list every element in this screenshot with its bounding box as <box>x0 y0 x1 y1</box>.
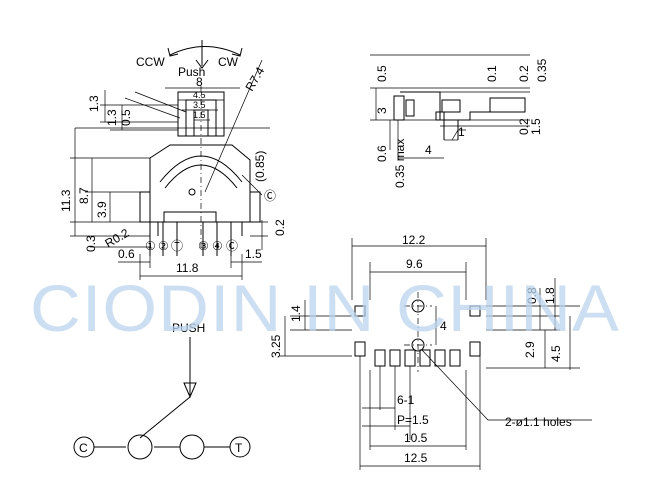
left-height-0-5: 0.5 <box>119 109 133 126</box>
terminal-c-label: C <box>79 441 88 455</box>
side-top-0-2: 0.2 <box>517 65 531 82</box>
dim-0-2-right: 0.2 <box>273 219 287 236</box>
pin-label-3: ③ <box>198 239 209 253</box>
bottom-1-5: 1.5 <box>245 247 262 261</box>
side-right-1-5: 1.5 <box>529 118 543 135</box>
side-view: 0.5 0.1 0.2 0.35 3 0.6 0.35 max 4 1 1.5 … <box>370 54 549 188</box>
height-3-9: 3.9 <box>95 201 109 218</box>
signal-pads <box>374 349 461 367</box>
fp-width-12-2: 12.2 <box>402 233 426 247</box>
fp-width-10-5: 10.5 <box>404 431 428 445</box>
mount-pad <box>469 341 481 357</box>
fp-left-3-25: 3.25 <box>269 334 283 358</box>
fp-holes: 2-ø1.1 holes <box>505 415 572 429</box>
pin-label-2: ② <box>158 239 169 253</box>
pin-label-1: ① <box>145 239 156 253</box>
common-mark: Ⓒ <box>264 189 276 203</box>
top-width-3-5: 3.5 <box>193 100 206 110</box>
fp-right-2-9: 2.9 <box>523 341 537 358</box>
pin-row <box>149 222 232 256</box>
top-view: CCW Push CW R7.4 8 4.5 3.5 1.5 1.3 1.3 0… <box>59 40 287 280</box>
side-right-0-2: 0.2 <box>517 118 531 135</box>
mount-pad <box>469 305 481 317</box>
radius-leader <box>204 59 263 193</box>
pin-label-t: Ⓣ <box>171 239 183 253</box>
side-left-0-6: 0.6 <box>375 145 389 162</box>
fp-left-1-4: 1.4 <box>289 305 303 322</box>
fp-center-4: 4 <box>440 319 447 333</box>
push-arrow-icon <box>195 40 209 69</box>
pcb-footprint: 12.2 9.6 4 6-1 P=1.5 <box>269 233 592 470</box>
terminal-t-icon <box>229 436 251 458</box>
hole-bottom <box>411 338 425 352</box>
fp-width-12-5: 12.5 <box>404 451 428 465</box>
height-0-3: 0.3 <box>84 235 98 252</box>
side-bottom-4: 4 <box>425 143 432 157</box>
fp-pins-6-1: 6-1 <box>397 393 415 407</box>
height-11-3: 11.3 <box>59 189 73 212</box>
push-label: Push <box>178 65 205 79</box>
contact-left <box>127 434 153 460</box>
top-width-1-5: 1.5 <box>193 110 206 120</box>
side-left-3: 3 <box>375 107 389 114</box>
push-actuator-icon <box>183 382 197 399</box>
schematic-push-label: PUSH <box>172 321 205 335</box>
height-8-7: 8.7 <box>77 187 91 204</box>
side-left-0-35max: 0.35 max <box>393 139 407 188</box>
terminal-t-label: T <box>235 441 243 455</box>
fp-right-4-5: 4.5 <box>549 345 563 362</box>
pin-label-4: ④ <box>212 239 223 253</box>
top-width-8: 8 <box>196 75 203 89</box>
fp-right-1-8: 1.8 <box>543 287 557 304</box>
side-top-0-35: 0.35 <box>535 58 549 82</box>
switch-lever <box>139 396 191 439</box>
bottom-0-6: 0.6 <box>118 247 135 261</box>
fp-pitch: P=1.5 <box>397 413 429 427</box>
side-bottom-1: 1 <box>458 125 465 139</box>
side-top-0-1: 0.1 <box>485 65 499 82</box>
switch-body <box>149 144 251 223</box>
side-top-0-5: 0.5 <box>375 65 389 82</box>
fp-width-9-6: 9.6 <box>406 257 423 271</box>
left-height-1-3a: 1.3 <box>87 95 101 112</box>
pin-label-c: Ⓒ <box>226 239 238 253</box>
top-width-4-5: 4.5 <box>193 90 206 100</box>
contact-right <box>179 434 205 460</box>
rotation-arc-icon <box>169 46 241 56</box>
hole-top <box>411 299 425 313</box>
watermark-text: CIODIN IN CHINA <box>30 271 620 345</box>
holes-leader <box>421 349 592 421</box>
mount-pad <box>354 305 366 317</box>
fp-right-0-8: 0.8 <box>525 287 539 304</box>
ccw-label: CCW <box>136 55 165 69</box>
bottom-11-8: 11.8 <box>176 261 199 275</box>
cw-label: CW <box>218 55 239 69</box>
terminal-c-icon <box>73 436 95 458</box>
switch-schematic: PUSH C T <box>73 321 251 460</box>
radius-dim: R7.4 <box>242 64 267 93</box>
side-profile <box>400 91 526 121</box>
left-height-1-3b: 1.3 <box>105 109 119 126</box>
dim-0-85: (0.85) <box>253 151 267 182</box>
